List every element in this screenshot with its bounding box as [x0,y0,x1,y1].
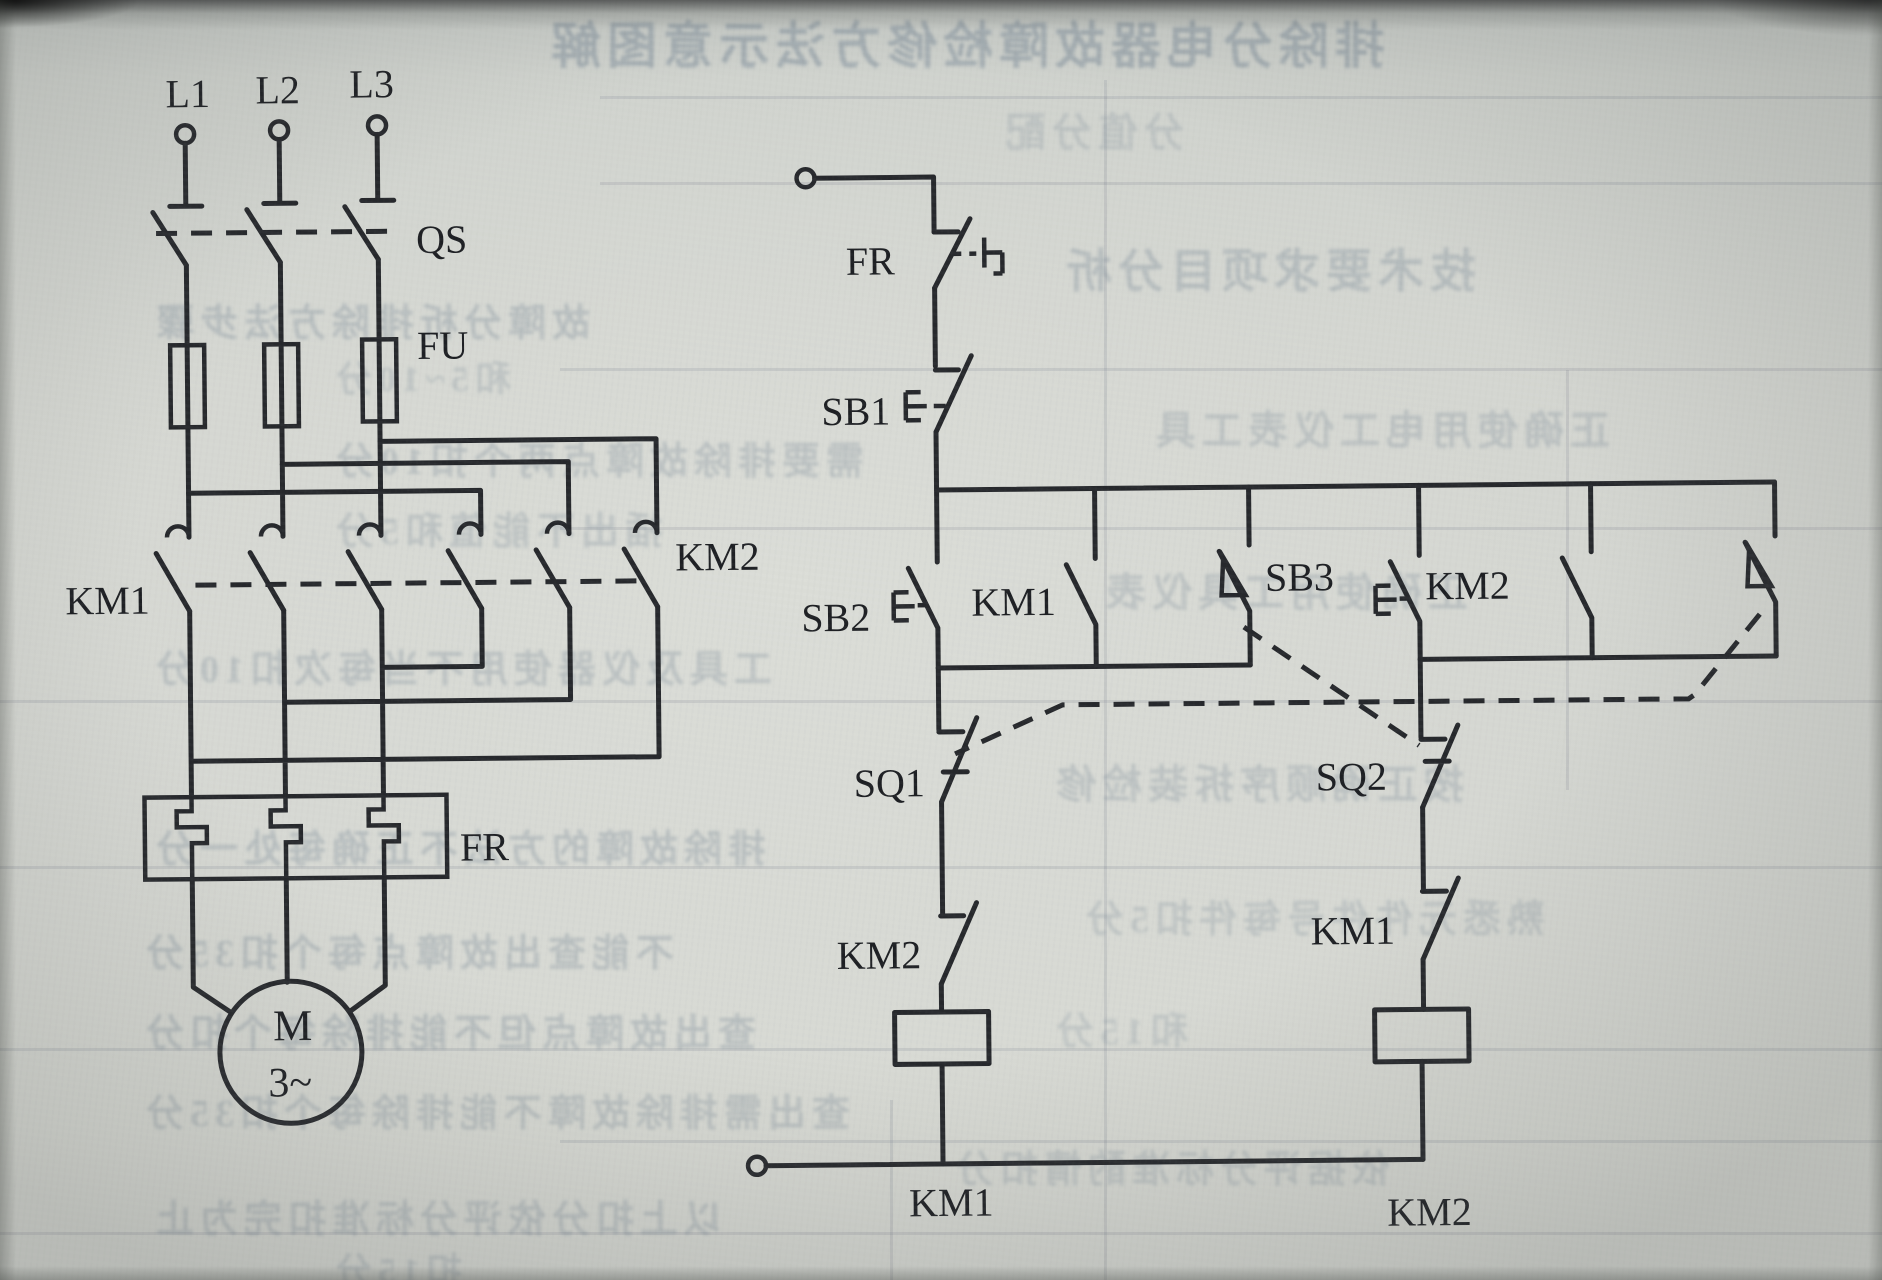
label-sq1: SQ1 [854,760,926,806]
label-km1-interlock: KM1 [1310,908,1395,954]
label-motor-m: M [273,1001,313,1050]
label-sb1: SB1 [821,388,890,434]
terminal-l3-icon [365,114,389,137]
sb2-forward-button-icon [891,487,941,671]
wire-fr-to-sb1 [932,285,938,369]
km1-main-contacts-icon [153,522,385,614]
wire-rev-branch-mid [1420,804,1426,892]
label-km2-seal: KM2 [1425,563,1510,609]
sq2-no-limit-contact-icon [1216,484,1253,668]
motor-icon: M 3~ [217,978,365,1126]
wire-phase-columns [183,256,384,540]
terminal-l2-icon [267,119,291,142]
km2-coil-icon [1372,1006,1472,1065]
km2-main-contacts-icon [445,519,661,611]
km2-interlock-contact-icon [938,900,980,987]
sq1-mechanical-link-dash [954,612,1762,757]
sq2-mechanical-link-dash [1242,625,1421,748]
label-km2-coil: KM2 [1387,1189,1472,1235]
fr-thermal-relay-icon [142,792,450,882]
label-sb2: SB2 [801,595,870,641]
control-top-terminal-icon [794,167,817,190]
label-l1: L1 [165,71,210,116]
km1-seal-in-contact-icon [1063,486,1099,670]
wire-control-bottom-bus [763,1156,1426,1169]
qs-disconnect-switch-icon [150,131,397,268]
terminal-l1-icon [173,122,197,146]
main-power-circuit: L1 L2 L3 QS FU [65,61,760,1126]
label-km1-main: KM1 [65,578,150,624]
wire-parallel-merge-bars [935,653,1779,671]
sb3-reverse-button-icon [1373,482,1423,662]
sq1-nc-limit-contact-icon [935,665,980,805]
km1-coil-icon [892,1009,992,1067]
wire-fwd-coil-to-bus [939,1061,946,1167]
control-circuit: FR SB1 SB2 KM1 [745,167,1779,1235]
label-fr-main: FR [460,824,510,869]
label-km2-main: KM2 [675,534,760,580]
sb1-stop-button-icon [903,353,974,435]
label-km1-coil: KM1 [909,1180,994,1226]
wire-control-feed [812,174,937,235]
control-bottom-terminal-icon [745,1154,769,1178]
label-fu: FU [417,323,469,368]
fu-fuse-icon [167,336,400,430]
label-motor-3ph: 3~ [268,1060,312,1106]
km-interlock-dash [195,578,648,588]
label-qs: QS [416,217,468,262]
sq2-nc-limit-contact-icon [1417,656,1461,810]
label-sb3: SB3 [1265,554,1334,600]
km1-interlock-contact-icon [1419,875,1461,962]
wire-reversing-crossover-bottom [187,604,662,800]
label-sq2: SQ2 [1316,754,1388,800]
sq1-no-limit-contact-icon [1742,479,1779,659]
wire-fwd-branch-mid [939,799,946,917]
wire-motor-leads [189,874,388,1016]
wire-control-top-bus [933,429,1778,493]
wire-rev-coil-to-bus [1419,1058,1426,1162]
fr-nc-contact-icon [931,216,1005,291]
label-l2: L2 [255,67,300,112]
label-l3: L3 [349,61,394,106]
label-km2-interlock: KM2 [837,932,922,978]
km2-seal-in-contact-icon [1559,481,1595,661]
wire-reversing-crossover-top [186,436,660,537]
label-fr-control: FR [846,238,896,283]
label-km1-seal: KM1 [971,579,1056,625]
